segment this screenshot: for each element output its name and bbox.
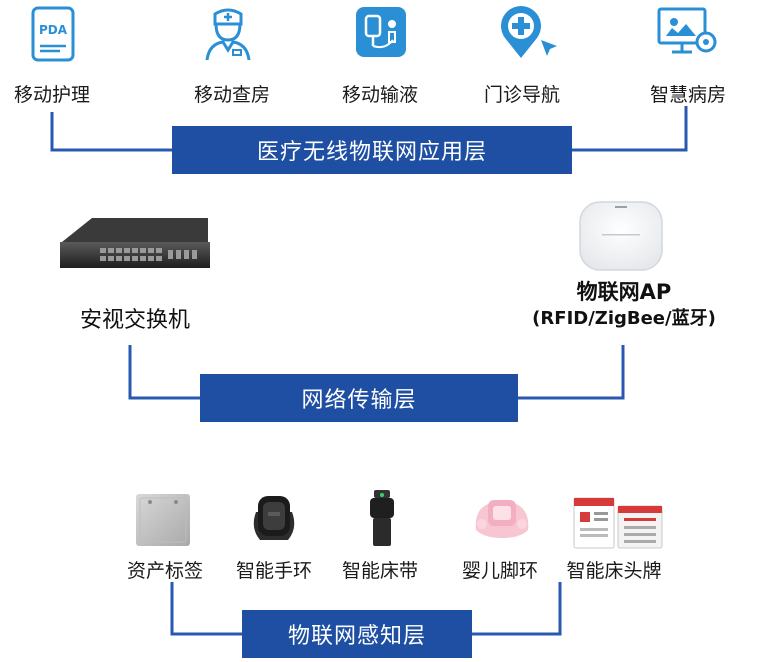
ap-device-icon bbox=[579, 201, 663, 271]
connector-app-right bbox=[572, 106, 688, 152]
connector-sensor-right bbox=[472, 582, 562, 636]
smart-wristband-icon bbox=[253, 496, 295, 540]
baby-anklet-icon bbox=[475, 500, 529, 538]
sensor-label-4: 智能床头牌 bbox=[566, 560, 662, 582]
nurse-icon bbox=[205, 8, 251, 61]
app-label-0: 移动护理 bbox=[13, 84, 91, 106]
transport-layer-bar: 网络传输层 bbox=[200, 374, 518, 422]
navigation-pin-icon bbox=[501, 6, 557, 59]
connector-sensor-left bbox=[170, 582, 242, 636]
switch-label: 安视交换机 bbox=[79, 308, 191, 333]
ap-title: 物联网AP bbox=[576, 280, 672, 304]
sensor-label-2: 智能床带 bbox=[341, 560, 419, 582]
connector-ap bbox=[518, 345, 625, 400]
bedside-card-icon bbox=[573, 497, 663, 549]
connector-app-left bbox=[50, 112, 172, 152]
sensor-label-0: 资产标签 bbox=[126, 560, 204, 582]
ap-subtitle: (RFID/ZigBee/蓝牙) bbox=[532, 308, 716, 329]
smart-ward-icon bbox=[657, 7, 717, 54]
switch-device-icon bbox=[60, 218, 210, 268]
application-layer-bar: 医疗无线物联网应用层 bbox=[172, 126, 572, 174]
sensor-label-1: 智能手环 bbox=[235, 560, 313, 582]
smart-bed-belt-icon bbox=[370, 490, 394, 546]
app-label-2: 移动输液 bbox=[341, 84, 419, 106]
pda-text: PDA bbox=[39, 23, 68, 37]
app-label-4: 智慧病房 bbox=[649, 84, 727, 106]
perception-layer-bar: 物联网感知层 bbox=[242, 610, 472, 658]
app-label-3: 门诊导航 bbox=[483, 84, 561, 106]
infusion-icon bbox=[356, 7, 406, 57]
asset-tag-icon bbox=[136, 494, 190, 546]
pda-tablet-icon: PDA bbox=[31, 6, 75, 62]
sensor-label-3: 婴儿脚环 bbox=[461, 560, 539, 582]
connector-switch bbox=[128, 345, 200, 400]
app-label-1: 移动查房 bbox=[193, 84, 271, 106]
